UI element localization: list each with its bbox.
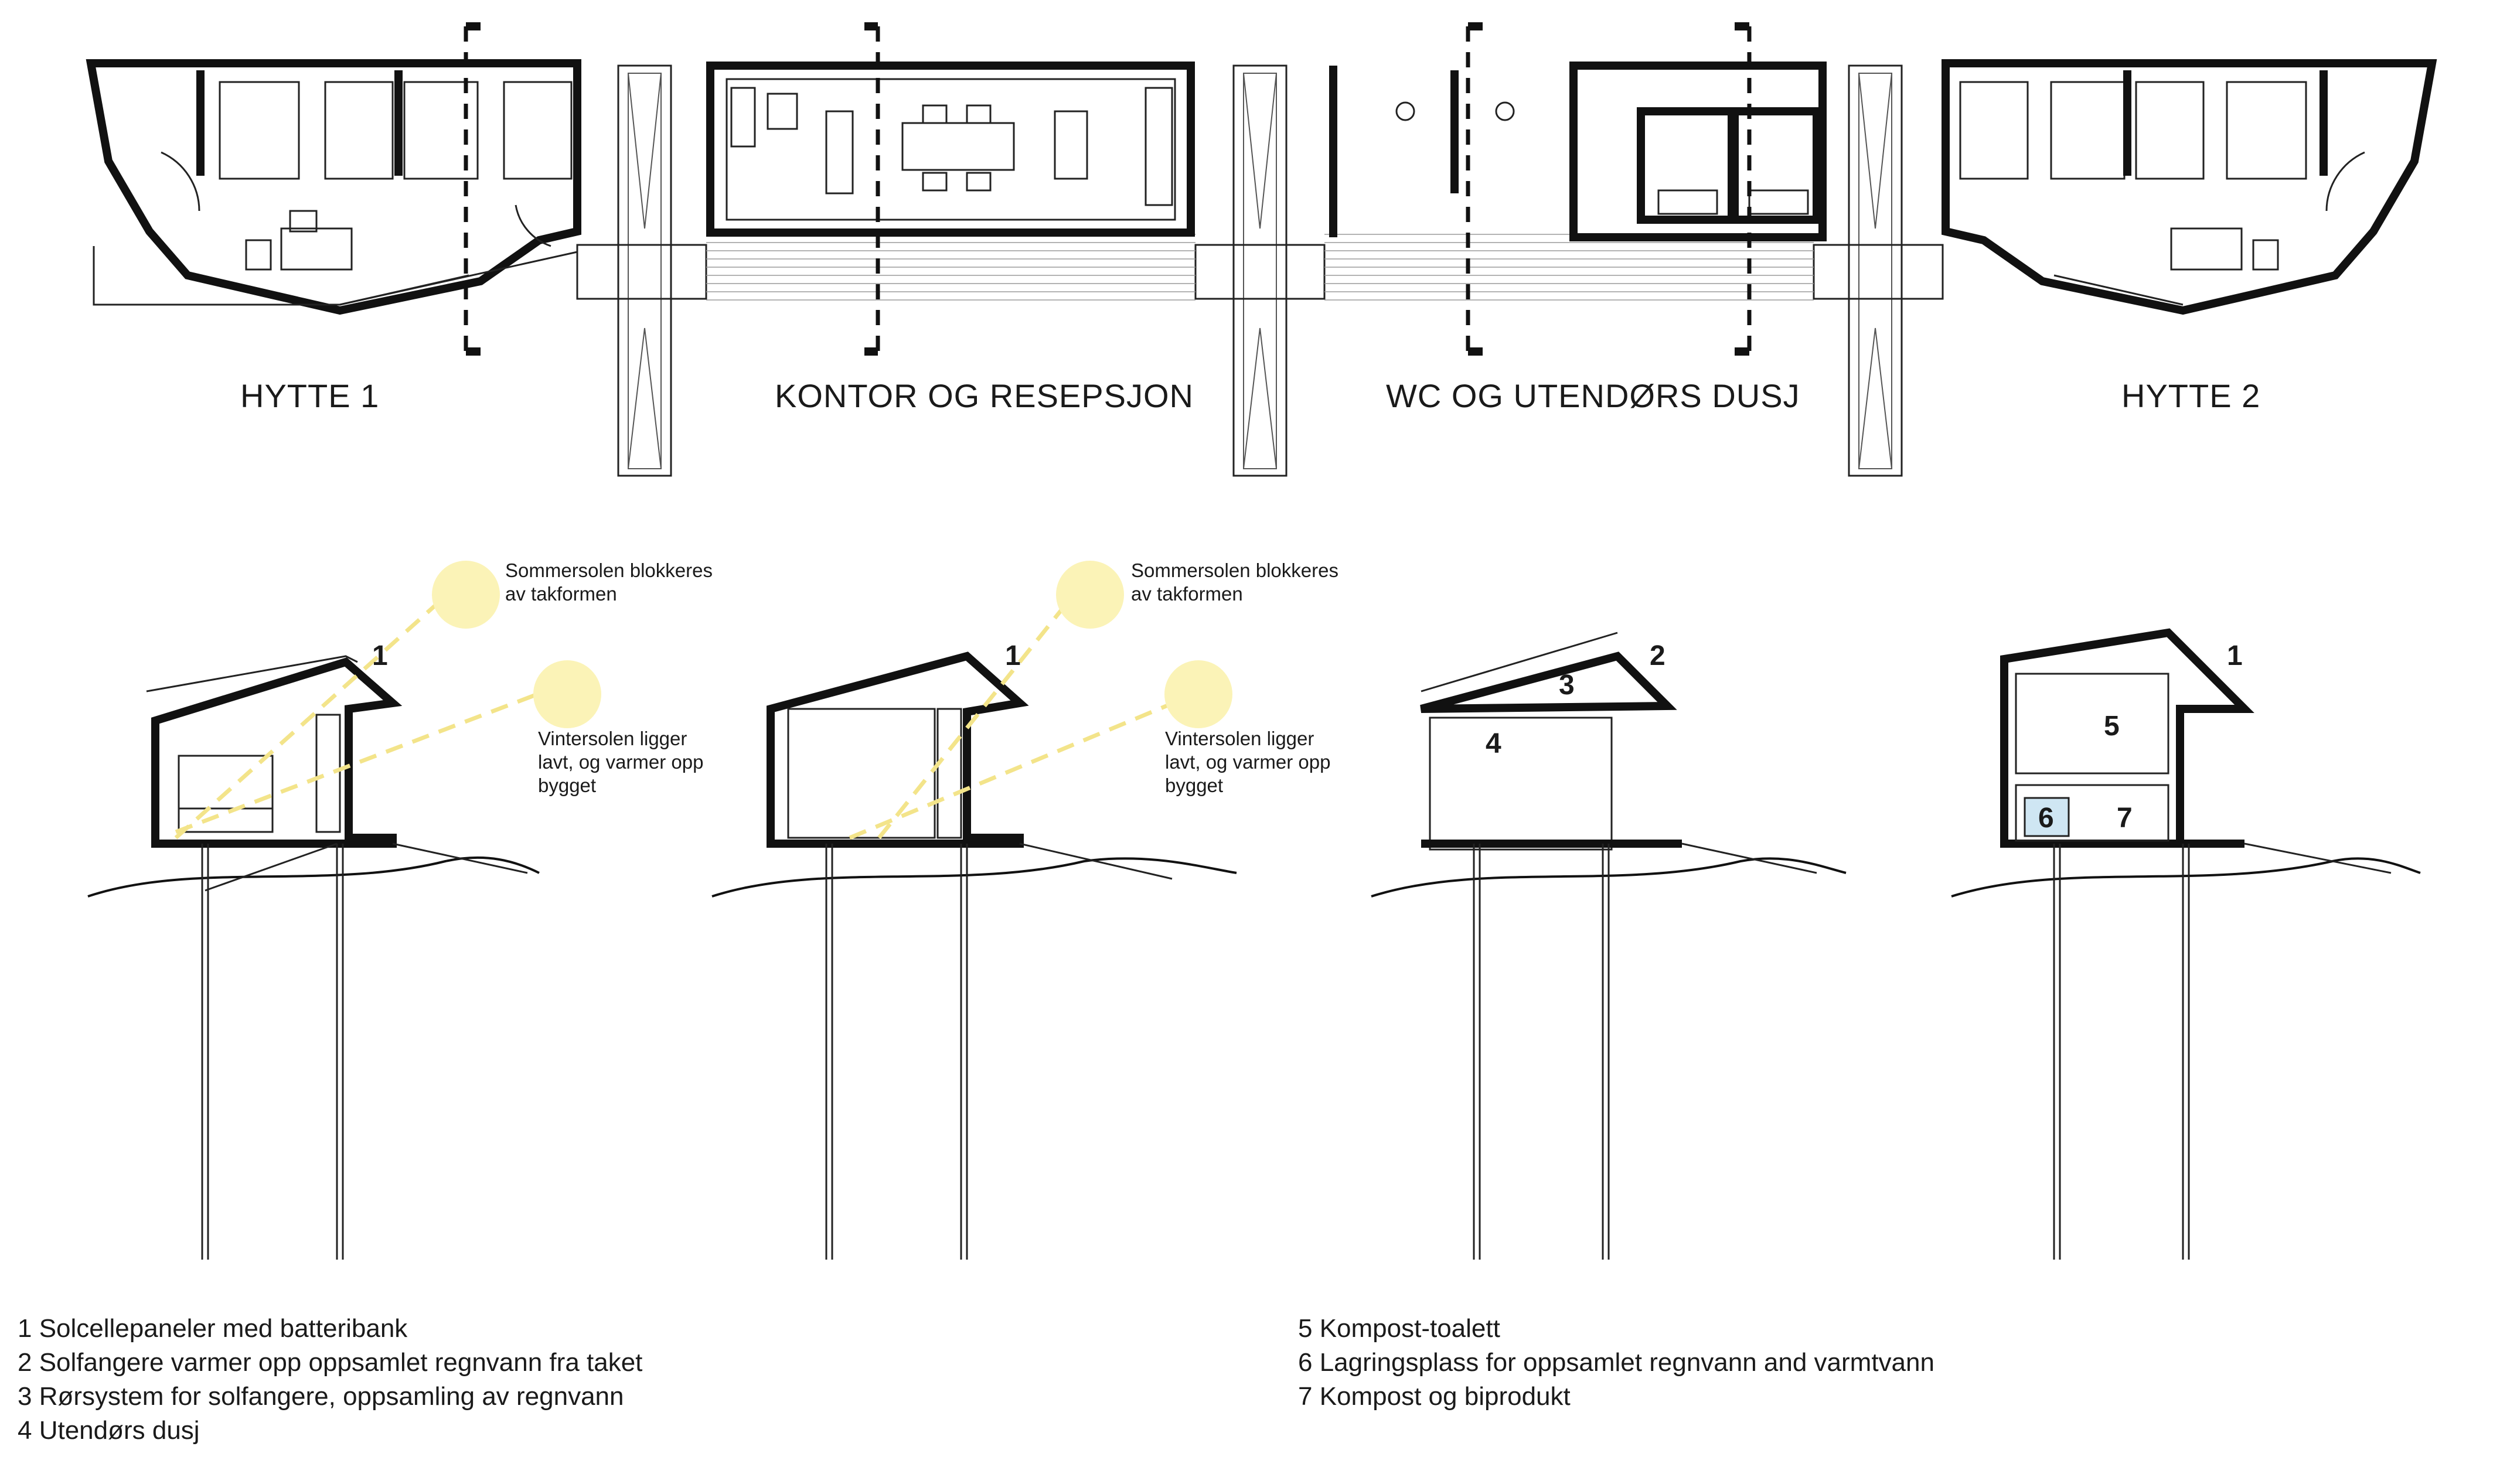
summer-sun-note-a-1: Sommersolen blokkeres: [505, 560, 713, 581]
plan-label-kontor: KONTOR OG RESEPSJON: [775, 377, 1194, 414]
walkway-3: [1813, 64, 1944, 477]
winter-sun-note-b-1: Vintersolen ligger: [1165, 728, 1314, 749]
kontor-plan: [706, 22, 1195, 356]
section-number-7: 7: [2117, 803, 2133, 834]
winter-sun-note-a-1: Vintersolen ligger: [538, 728, 687, 749]
sun-annotations: Sommersolen blokkeres av takformen Vinte…: [505, 560, 1338, 796]
storage-tank: [2024, 797, 2070, 837]
section-number-1-hytte2: 1: [2227, 640, 2243, 671]
section-number-5: 5: [2104, 711, 2120, 742]
summer-sun-note-b-2: av takformen: [1131, 583, 1243, 605]
legend-item: 2 Solfangere varmer opp oppsamlet regnva…: [18, 1348, 642, 1377]
section-wc: [1420, 632, 1817, 1260]
sections: Sommersolen blokkeres av takformen Vinte…: [87, 560, 2421, 1260]
floor-plans: HYTTE 1 KONTOR OG RESEPSJON WC OG UTENDØ…: [86, 22, 2437, 477]
section-number-4: 4: [1486, 728, 1501, 759]
legend-item: 5 Kompost-toalett: [1298, 1314, 1500, 1343]
section-kontor: [767, 561, 1232, 1260]
hytte-2-plan: [1942, 59, 2437, 315]
legend-item: 3 Rørsystem for solfangere, oppsamling a…: [18, 1382, 624, 1411]
plan-label-hytte-1: HYTTE 1: [240, 377, 379, 414]
ground-line-1: [87, 856, 540, 898]
section-number-1-hytte1: 1: [372, 640, 388, 671]
winter-sun-note-a-2: lavt, og varmer opp: [538, 751, 703, 773]
winter-sun-note-a-3: bygget: [538, 775, 596, 796]
section-number-1-kontor: 1: [1005, 640, 1021, 671]
ground-line-4: [1951, 857, 2421, 898]
legend-item: 6 Lagringsplass for oppsamlet regnvann a…: [1298, 1348, 1934, 1377]
legend-item: 1 Solcellepaneler med batteribank: [18, 1314, 408, 1343]
deck-planks: [706, 234, 1814, 301]
ground-line-2: [711, 857, 1237, 898]
walkway-2: [1194, 64, 1326, 477]
legend-item: 4 Utendørs dusj: [18, 1416, 200, 1445]
summer-sun-note-b-1: Sommersolen blokkeres: [1131, 560, 1338, 581]
section-number-2: 2: [1650, 640, 1665, 671]
hytte-1-plan: [86, 22, 581, 356]
plan-label-hytte-2: HYTTE 2: [2121, 377, 2260, 414]
winter-sun-note-b-2: lavt, og varmer opp: [1165, 751, 1330, 773]
wc-plan: [1329, 22, 1827, 356]
section-hytte-1: [146, 561, 601, 1260]
summer-sun-note-a-2: av takformen: [505, 583, 617, 605]
legend: 1 Solcellepaneler med batteribank 2 Solf…: [18, 1314, 1934, 1445]
section-number-6: 6: [2038, 803, 2054, 834]
winter-sun-note-b-3: bygget: [1165, 775, 1223, 796]
section-hytte-2: [2000, 628, 2392, 1260]
walkway-1: [576, 64, 707, 477]
section-numbers: 1 1 2 3 4 1 5 6 7: [372, 640, 2243, 834]
ground-line-3: [1371, 857, 1847, 898]
section-number-3: 3: [1559, 670, 1575, 701]
plan-label-wc: WC OG UTENDØRS DUSJ: [1386, 377, 1800, 414]
legend-item: 7 Kompost og biprodukt: [1298, 1382, 1571, 1411]
